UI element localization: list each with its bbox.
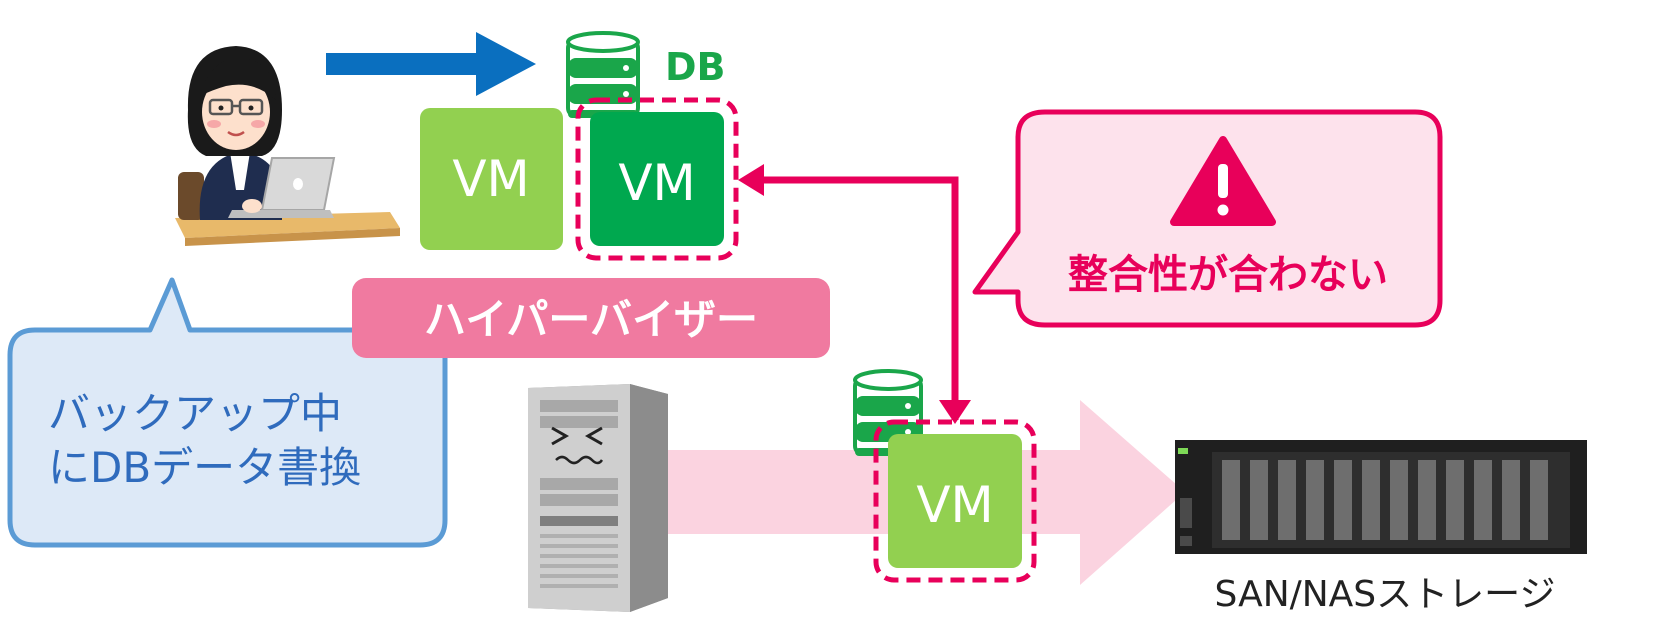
vm-db-label: VM	[618, 154, 695, 212]
database-icon-top	[566, 31, 640, 118]
db-label: DB	[665, 45, 726, 89]
backup-bubble-line1: バックアップ中	[48, 389, 342, 438]
vm-left-label: VM	[452, 150, 529, 208]
vm-backup-label: VM	[916, 476, 993, 534]
backup-bubble-line2: にDBデータ書換	[48, 443, 361, 492]
warning-speech-bubble: 整合性が合わない	[972, 109, 1443, 328]
user-at-laptop-illustration	[175, 46, 400, 246]
inconsistency-connector	[738, 164, 971, 424]
vm-box-left: VM	[420, 108, 563, 250]
storage-label: SAN/NASストレージ	[1215, 574, 1556, 615]
hypervisor-bar: ハイパーバイザー	[352, 278, 830, 358]
warning-text: 整合性が合わない	[1068, 252, 1388, 298]
backup-speech-bubble: バックアップ中 にDBデータ書換	[7, 277, 448, 548]
physical-server-illustration	[528, 384, 668, 612]
vm-box-backup: VM	[873, 419, 1037, 583]
hypervisor-label: ハイパーバイザー	[424, 295, 758, 344]
vm-box-db: VM	[575, 97, 739, 261]
user-access-arrow	[326, 32, 536, 96]
warning-icon	[1170, 136, 1276, 226]
storage-device-illustration	[1175, 440, 1587, 554]
